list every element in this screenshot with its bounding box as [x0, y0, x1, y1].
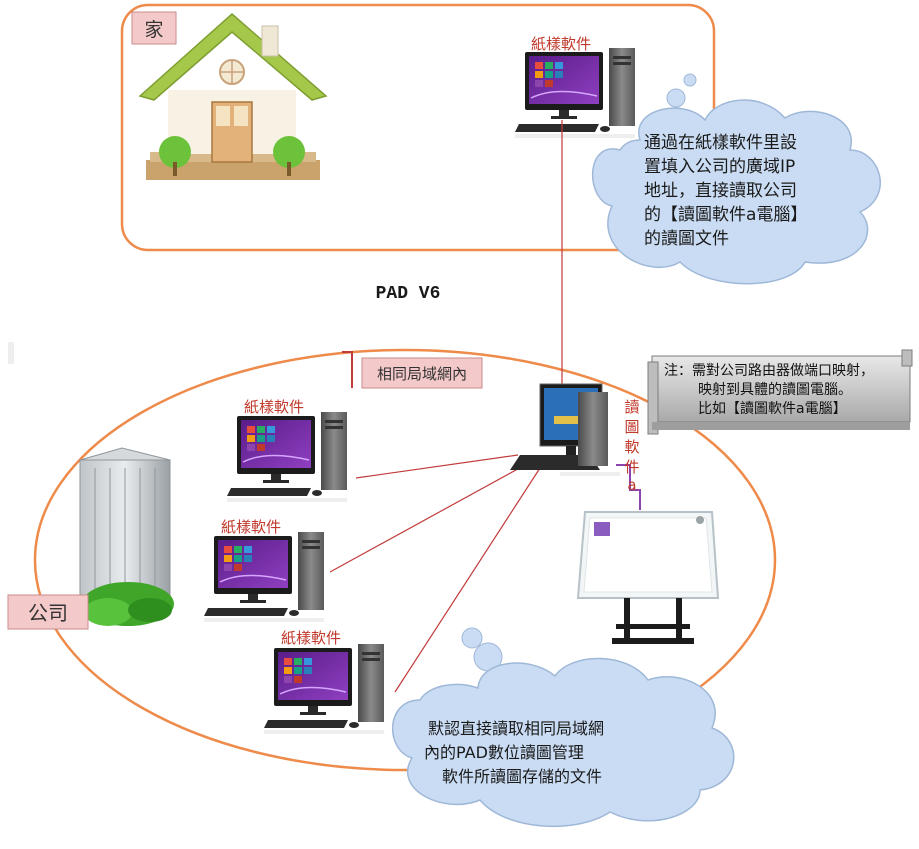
- server-label-char-4: 件: [624, 458, 639, 476]
- company-cloud-line-2: 內的PAD數位讀圖管理: [424, 743, 584, 762]
- lan-label-pointer: [342, 351, 353, 388]
- edge-mark: [8, 342, 14, 364]
- company-label: 公司: [28, 601, 68, 625]
- company-pc-2: [203, 531, 325, 623]
- company-cloud-line-3: 軟件所讀圖存儲的文件: [442, 767, 602, 786]
- note-line-3: 比如【讀圖軟件a電腦】: [698, 401, 847, 417]
- server-label-char-5: a: [627, 476, 636, 494]
- company-region: [33, 348, 777, 772]
- home-pc-label: 紙樣軟件: [531, 35, 591, 53]
- note-line-1: 注：需對公司路由器做端口映射，: [664, 363, 874, 379]
- company-cloud: [391, 627, 735, 828]
- server-label-char-3: 軟: [624, 438, 639, 456]
- office-building: [79, 447, 174, 626]
- company-pc-3: [263, 643, 385, 735]
- company-label-box: [7, 594, 89, 630]
- company-pc-3-label: 紙樣軟件: [281, 629, 341, 647]
- link-pc1-to-server: [355, 454, 519, 479]
- home-cloud-line-3: 地址，直接讀取公司: [644, 181, 797, 201]
- note-line-2: 映射到具體的讀圖電腦。: [698, 382, 852, 398]
- company-pc-1: [226, 411, 348, 503]
- server-label-char-2: 圖: [624, 418, 639, 436]
- server-label-char-1: 讀: [624, 398, 639, 416]
- link-server-to-tablet: [616, 464, 641, 510]
- digitizer-tablet: [576, 511, 720, 644]
- home-label: 家: [144, 19, 163, 41]
- link-pc2-to-server: [329, 464, 526, 573]
- diagram-title: PAD V6: [376, 284, 441, 304]
- home-cloud: [592, 73, 881, 285]
- company-pc-2-label: 紙樣軟件: [221, 518, 281, 536]
- house-illustration: [138, 13, 328, 180]
- link-pc3-to-server: [394, 467, 541, 693]
- home-label-box: [131, 11, 177, 45]
- home-cloud-line-1: 通過在紙樣軟件里設: [644, 133, 797, 153]
- lan-label: 相同局域網內: [377, 365, 467, 383]
- company-pc-1-label: 紙樣軟件: [244, 398, 304, 416]
- home-cloud-line-4: 的【讀圖軟件a電腦】: [644, 205, 807, 225]
- home-cloud-line-5: 的讀圖文件: [644, 229, 729, 249]
- router-note: [647, 349, 913, 435]
- home-pc: [514, 47, 636, 139]
- lan-label-box: [361, 357, 483, 389]
- server-pc: [510, 383, 620, 476]
- home-cloud-line-2: 置填入公司的廣域IP: [644, 157, 795, 177]
- company-cloud-line-1: 默認直接讀取相同局域網: [428, 719, 604, 738]
